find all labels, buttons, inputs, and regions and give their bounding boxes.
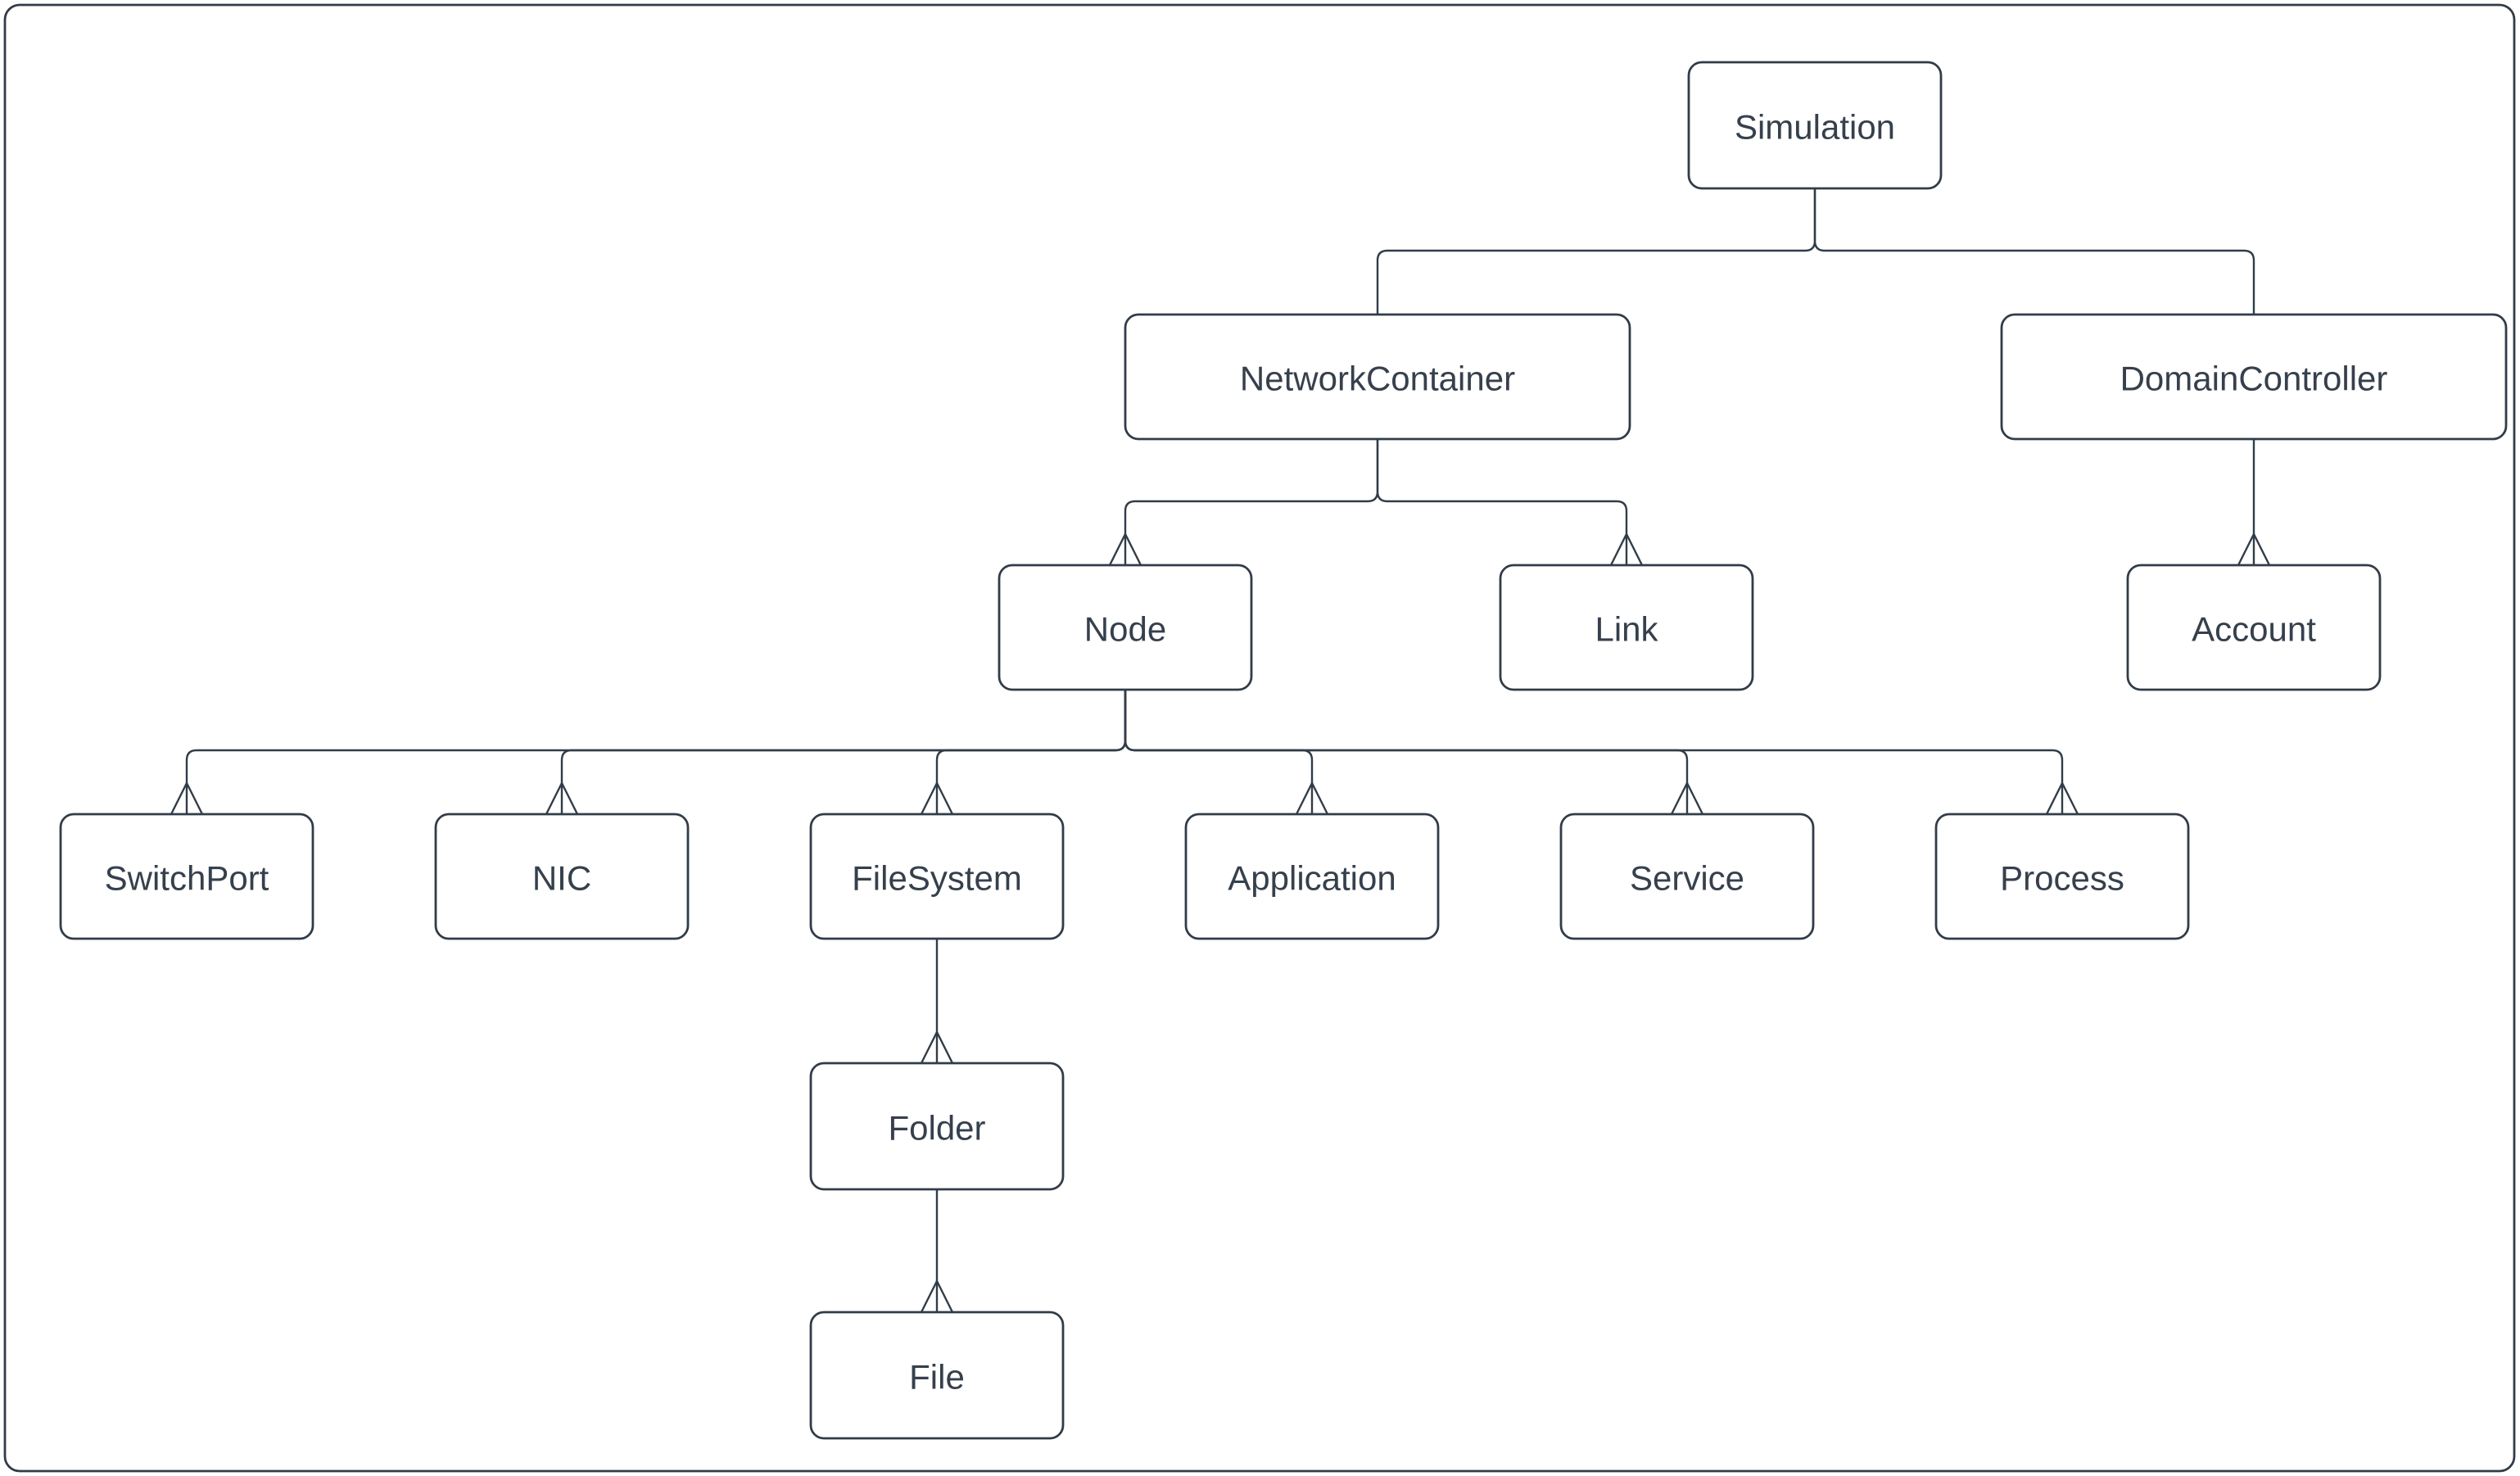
node-box-file xyxy=(809,1311,1065,1440)
inheritance-arrowhead-nic xyxy=(545,781,579,815)
edge-node-process xyxy=(1124,690,2064,814)
node-box-filesystem xyxy=(809,813,1065,940)
node-box-networkcontainer xyxy=(1124,313,1631,441)
inheritance-arrowhead-account xyxy=(2237,532,2271,566)
node-label-account: Account xyxy=(2192,610,2316,649)
node-box-account xyxy=(2126,564,2382,691)
inheritance-arrowhead-link xyxy=(1609,532,1644,566)
node-box-node xyxy=(998,564,1253,691)
edge-simulation-domaincontroller xyxy=(1813,188,2255,315)
node-label-networkcontainer: NetworkContainer xyxy=(1240,360,1515,398)
edge-layer xyxy=(170,188,2271,1313)
inheritance-arrowhead-process xyxy=(2045,781,2079,815)
inheritance-arrowhead-application xyxy=(1295,781,1329,815)
node-link: Link xyxy=(1499,564,1754,691)
node-box-link xyxy=(1499,564,1754,691)
node-account: Account xyxy=(2126,564,2382,691)
node-service: Service xyxy=(1559,813,1815,940)
node-networkcontainer: NetworkContainer xyxy=(1124,313,1631,441)
node-label-process: Process xyxy=(2000,859,2124,898)
node-box-application xyxy=(1184,813,1440,940)
node-label-link: Link xyxy=(1595,610,1658,649)
node-process: Process xyxy=(1934,813,2190,940)
node-label-simulation: Simulation xyxy=(1735,108,1895,147)
edge-simulation-networkcontainer xyxy=(1376,188,1816,315)
node-label-file: File xyxy=(909,1358,965,1397)
node-box-domaincontroller xyxy=(2000,313,2508,441)
node-domaincontroller: DomainController xyxy=(2000,313,2508,441)
node-box-switchport xyxy=(59,813,314,940)
node-box-folder xyxy=(809,1062,1065,1191)
node-node: Node xyxy=(998,564,1253,691)
edge-node-filesystem xyxy=(935,690,1127,814)
inheritance-arrowhead-filesystem xyxy=(920,781,954,815)
node-label-folder: Folder xyxy=(888,1109,985,1148)
node-folder: Folder xyxy=(809,1062,1065,1191)
node-file: File xyxy=(809,1311,1065,1440)
inheritance-arrowhead-file xyxy=(920,1279,954,1313)
node-label-service: Service xyxy=(1630,859,1744,898)
node-box-nic xyxy=(434,813,690,940)
node-application: Application xyxy=(1184,813,1440,940)
inheritance-arrowhead-node xyxy=(1108,532,1142,566)
inheritance-arrowhead-folder xyxy=(920,1030,954,1064)
node-label-application: Application xyxy=(1228,859,1396,898)
node-nic: NIC xyxy=(434,813,690,940)
node-box-service xyxy=(1559,813,1815,940)
edge-networkcontainer-link xyxy=(1376,439,1628,565)
node-switchport: SwitchPort xyxy=(59,813,314,940)
node-box-simulation xyxy=(1687,61,1943,190)
node-label-domaincontroller: DomainController xyxy=(2120,360,2388,398)
node-label-nic: NIC xyxy=(532,859,591,898)
node-label-switchport: SwitchPort xyxy=(105,859,269,898)
node-label-filesystem: FileSystem xyxy=(852,859,1022,898)
canvas-border xyxy=(3,3,2516,1473)
node-simulation: Simulation xyxy=(1687,61,1943,190)
inheritance-arrowhead-switchport xyxy=(170,781,204,815)
inheritance-arrowhead-service xyxy=(1670,781,1704,815)
edge-networkcontainer-node xyxy=(1124,439,1379,565)
node-box-process xyxy=(1934,813,2190,940)
node-filesystem: FileSystem xyxy=(809,813,1065,940)
node-label-node: Node xyxy=(1084,610,1166,649)
